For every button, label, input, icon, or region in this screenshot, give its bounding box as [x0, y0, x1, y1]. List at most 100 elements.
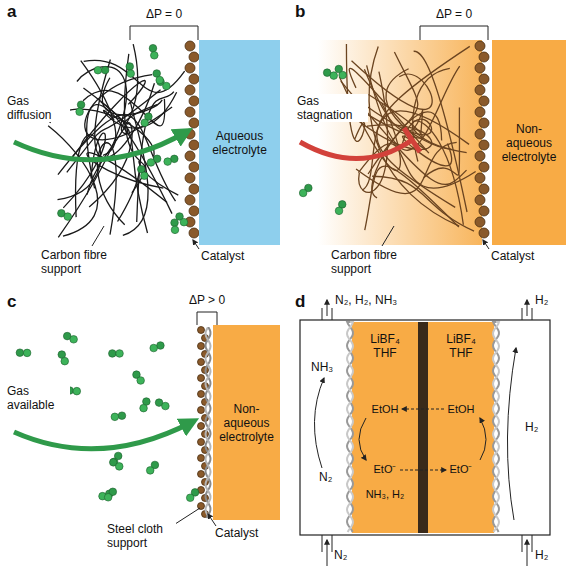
fibre	[70, 80, 145, 160]
cell-housing	[300, 320, 550, 535]
catalyst-particle	[479, 96, 489, 106]
species-label: N₂	[318, 470, 333, 484]
catalyst-particle	[185, 151, 195, 161]
gas-atom	[111, 413, 119, 421]
fibre	[63, 133, 105, 208]
catalyst-particle	[198, 327, 205, 334]
gas-atom	[146, 467, 154, 475]
electrolyte-region: Aqueous electrolyte	[199, 40, 280, 245]
gas-atom	[163, 82, 171, 90]
node-text: LiBF₄ THF	[440, 332, 482, 360]
panel-letter: c	[6, 292, 17, 311]
gas-atom	[299, 189, 307, 197]
catalyst-particle	[185, 85, 195, 95]
catalyst-particle	[189, 162, 199, 172]
inlet-arrow	[527, 540, 528, 566]
gas-atom	[126, 63, 134, 71]
gas-atom	[101, 66, 109, 74]
catalyst-particle	[189, 118, 199, 128]
catalyst-particle	[198, 423, 205, 430]
pressure-label: ΔP = 0	[435, 7, 473, 21]
carbon-fibres	[339, 44, 475, 231]
fibre	[84, 60, 185, 92]
blocked-gas-bar	[404, 128, 420, 152]
panel-letter: d	[294, 292, 306, 311]
transport-arrow	[400, 470, 446, 471]
stream-label: H₂	[534, 293, 549, 307]
gas-atom	[171, 219, 179, 227]
part-label: Catalyst	[214, 526, 259, 540]
catalyst-particle	[479, 140, 489, 150]
fibre	[137, 92, 174, 222]
gas-atom	[156, 76, 164, 84]
gas-atom	[150, 344, 158, 352]
gas-atom	[140, 404, 148, 412]
gas-atom	[149, 44, 157, 52]
electrolyte-compartment: LiBF₄ THFEtOHEtO⁻	[429, 322, 493, 533]
stream-label: N₂, H₂, NH₃	[334, 293, 398, 307]
gas-atom	[70, 336, 78, 344]
fibre	[364, 69, 422, 133]
catalyst-particle	[185, 107, 195, 117]
catalyst-particle	[198, 391, 205, 398]
stream-label: H₂	[534, 548, 549, 562]
node-text: EtOH	[429, 402, 493, 416]
fibre	[87, 44, 138, 195]
catalyst-particle	[479, 74, 489, 84]
catalyst-particle	[479, 118, 489, 128]
gas-label: Gas stagnation	[296, 94, 368, 122]
node-text: Aqueous electrolyte	[203, 129, 276, 157]
gas-atom	[335, 207, 343, 215]
catalyst-particle	[475, 41, 485, 51]
reaction-arrow	[480, 418, 486, 460]
catalyst-particle	[198, 455, 205, 462]
panel-letter: b	[294, 2, 306, 21]
gas-atom	[116, 350, 124, 358]
leader-line	[382, 226, 394, 246]
blocked-gas-arrow	[300, 140, 412, 159]
catalyst-particle	[189, 74, 199, 84]
part-label: Catalyst	[490, 249, 535, 263]
electrolyte-region: Non-aqueous electrolyte	[492, 40, 566, 245]
gas-atom	[118, 412, 126, 420]
catalyst-particle	[475, 85, 485, 95]
pressure-label: ΔP = 0	[145, 7, 183, 21]
electrolyte-compartment: LiBF₄ THFEtOHEtO⁻NH₃, H₂	[353, 322, 417, 533]
pressure-bracket	[420, 26, 488, 40]
outlet-arrow	[527, 300, 528, 316]
electrode	[347, 322, 353, 532]
catalyst-particle	[479, 52, 489, 62]
panel-letter: a	[6, 2, 17, 21]
catalyst-particle	[189, 96, 199, 106]
species-label: H₂	[524, 420, 539, 434]
part-label: Carbon fibre support	[40, 248, 132, 276]
catalyst-particle	[475, 151, 485, 161]
gas-label: Gas available	[6, 384, 70, 412]
catalyst-particle	[475, 173, 485, 183]
node-text: Non-aqueous electrolyte	[496, 122, 562, 164]
gas-atom	[73, 387, 81, 395]
gas-atom	[150, 51, 158, 59]
catalyst-particle	[189, 52, 199, 62]
fibre	[346, 44, 364, 141]
gas-atom	[115, 463, 123, 471]
node-text: EtOH	[353, 402, 417, 416]
gas-atom	[64, 213, 72, 221]
species-label: NH₃	[310, 360, 334, 374]
fibre	[365, 166, 459, 230]
inlet-arrow	[327, 540, 328, 566]
catalyst-particle	[185, 41, 195, 51]
catalyst-particle	[475, 195, 485, 205]
electrode	[493, 322, 499, 532]
gas-atom	[171, 226, 179, 234]
electrode	[347, 322, 353, 532]
catalyst-particle	[479, 206, 489, 216]
node-text: EtO⁻	[353, 462, 417, 476]
catalyst-particle	[185, 63, 195, 73]
part-label: Steel cloth support	[106, 522, 176, 550]
electrolyte-fill	[352, 322, 494, 533]
catalyst-particle	[479, 184, 489, 194]
steel-cloth	[206, 328, 211, 518]
gas-atom	[94, 66, 102, 74]
gas-atom	[61, 357, 69, 365]
